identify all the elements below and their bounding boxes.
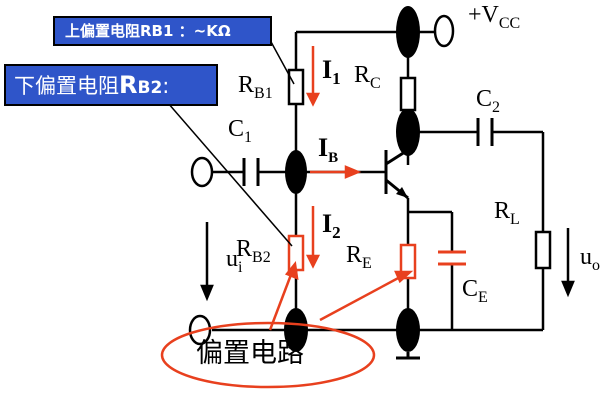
emitter-arrow-icon — [396, 187, 408, 198]
uo-arrow-icon — [561, 280, 575, 298]
bias-pointer-left — [268, 271, 294, 331]
base-node — [285, 150, 307, 194]
lower-bias-colon: : — [162, 74, 170, 98]
bias-pointer-right-icon — [394, 270, 414, 284]
i1-arrow-icon — [305, 92, 321, 107]
re-label: RE — [346, 242, 372, 272]
c2-label: C2 — [476, 86, 500, 116]
i1-label: I1 — [322, 55, 341, 88]
bias-circuit-ellipse — [160, 321, 376, 389]
ground-node-right — [396, 308, 420, 352]
rc-resistor — [399, 76, 417, 112]
lower-bias-prefix: 下偏置电阻 — [14, 74, 119, 98]
i2-arrow-icon — [305, 254, 321, 269]
ground-icon — [396, 352, 420, 360]
vcc-terminal — [433, 14, 455, 48]
npn-transistor — [384, 148, 409, 200]
rl-label: RL — [494, 198, 520, 228]
resistors — [287, 68, 552, 270]
rb2-callout-line — [167, 102, 293, 247]
bias-pointer-arrows — [268, 260, 414, 331]
vcc-label: +VCC — [468, 2, 520, 32]
ce-capacitor — [438, 250, 466, 266]
lower-bias-sub: B2 — [137, 78, 163, 98]
ground-node-left — [284, 308, 308, 352]
re-resistor — [399, 243, 417, 280]
bias-pointer-left-icon — [284, 260, 299, 280]
lower-bias-callout: 下偏置电阻RB2: — [4, 64, 218, 106]
rb1-callout-line — [269, 39, 295, 85]
input-terminal — [190, 156, 214, 188]
voltage-arrows — [200, 222, 575, 302]
ui-label: ui — [226, 246, 243, 276]
current-arrows — [305, 46, 362, 269]
rb2-label: RB2 — [236, 236, 271, 266]
bias-resistors — [287, 215, 417, 280]
capacitors — [242, 118, 494, 186]
ui-arrow-icon — [200, 284, 214, 302]
ib-label: IB — [318, 133, 338, 166]
c1-label: C1 — [228, 116, 252, 146]
bias-circuit-label: 偏置电路 — [196, 338, 304, 369]
rb1-resistor — [287, 68, 305, 106]
bias-pointer-right — [319, 274, 403, 322]
lower-bias-name: R — [119, 71, 138, 99]
uo-label: uo — [580, 244, 600, 274]
callout-lines — [167, 39, 295, 247]
ib-arrow-icon — [344, 165, 362, 179]
collector-node — [396, 108, 420, 156]
nodes — [284, 6, 420, 352]
ce-label: CE — [462, 276, 488, 306]
rc-label: RC — [354, 62, 381, 92]
rl-resistor — [534, 230, 552, 270]
vcc-node — [396, 6, 420, 58]
upper-bias-callout: 上偏置电阻RB1 ：~KΩ — [53, 16, 272, 46]
transistor-collector — [385, 148, 409, 166]
i2-label: I2 — [322, 209, 341, 242]
rb1-label: RB1 — [238, 72, 273, 102]
